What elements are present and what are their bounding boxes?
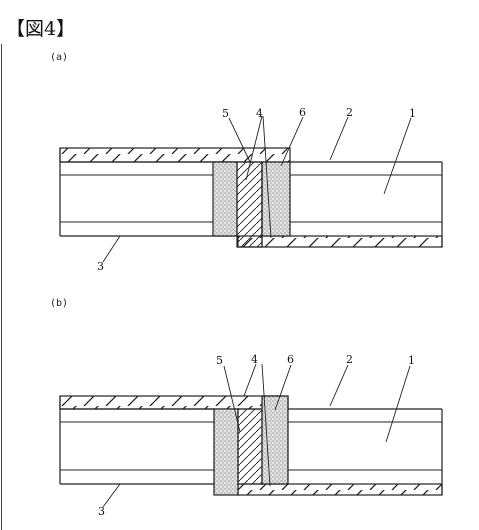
label-4: 4: [256, 107, 263, 120]
leader-2: [329, 364, 349, 407]
seal-block-5: [212, 161, 238, 237]
label-3: 3: [98, 505, 105, 518]
label-6: 6: [299, 106, 306, 119]
panel-b-label: (b): [50, 298, 68, 309]
leader-4b: [261, 363, 271, 487]
panel-a: (a) 5 4 6 2 1: [50, 52, 443, 273]
label-1: 1: [408, 354, 415, 367]
leader-2: [329, 116, 349, 161]
leader-1: [383, 117, 412, 195]
seal-block-5: [213, 408, 239, 496]
label-4: 4: [251, 353, 258, 366]
label-6: 6: [287, 353, 294, 366]
leader-3: [102, 483, 121, 508]
leader-4a: [245, 115, 263, 181]
sleeve-top-hatched: [59, 147, 291, 163]
seal-block-6: [261, 395, 289, 485]
joint-block-4: [237, 408, 263, 485]
joint-block-4: [236, 161, 263, 248]
label-2: 2: [346, 353, 353, 366]
leader-4b: [262, 115, 272, 239]
sleeve-bottom-hatched: [237, 235, 443, 248]
leader-1: [385, 365, 411, 443]
panel-a-label: (a): [50, 52, 68, 63]
leader-6: [274, 364, 292, 411]
sleeve-top-hatched: [59, 395, 289, 410]
leader-5: [223, 365, 241, 433]
panel-b: (b) 5 4 6 2 1 3: [50, 298, 443, 518]
leader-6: [280, 116, 304, 167]
leader-4a: [243, 363, 257, 397]
label-2: 2: [346, 106, 353, 119]
leader-3: [102, 235, 121, 263]
figure-title: 【図4】: [6, 18, 76, 40]
sleeve-bottom-hatched: [237, 483, 443, 496]
leader-5: [228, 117, 251, 163]
label-3: 3: [97, 260, 104, 273]
label-1: 1: [409, 107, 416, 120]
label-5: 5: [222, 107, 229, 120]
label-5: 5: [216, 354, 223, 367]
left-margin-rule: [1, 44, 2, 530]
seal-block-6: [261, 161, 291, 237]
